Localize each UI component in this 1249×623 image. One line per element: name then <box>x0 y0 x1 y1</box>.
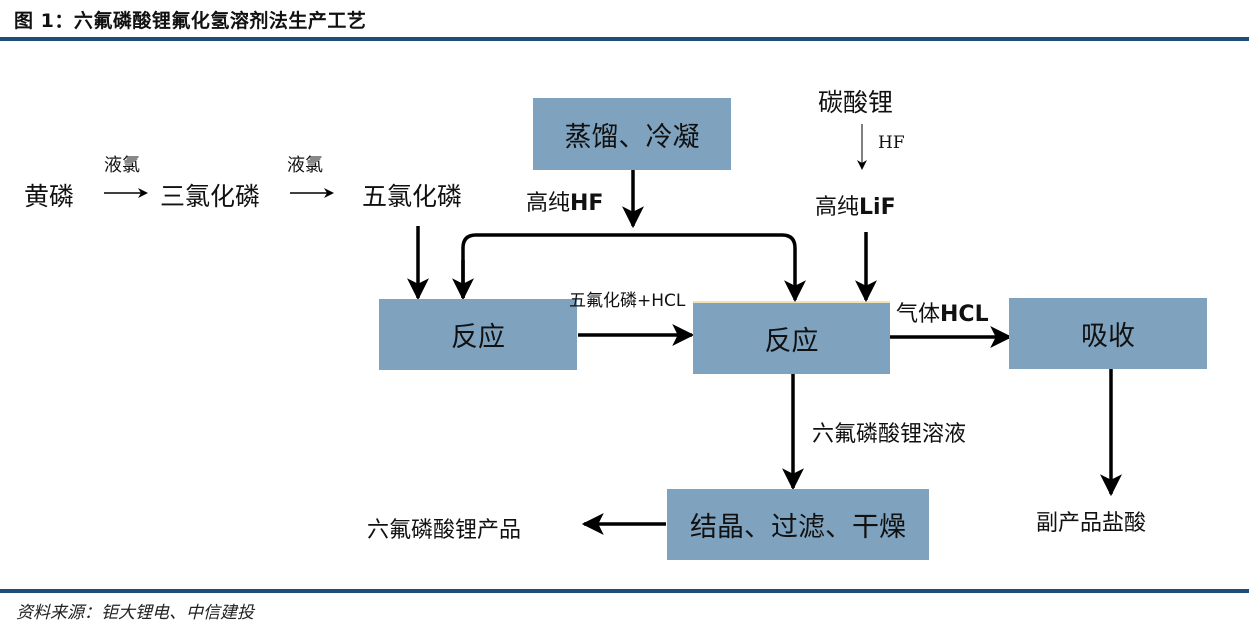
box-reaction-1: 反应 <box>379 299 577 370</box>
hf-split-bracket <box>461 233 806 303</box>
label-high-purity-lif-prefix: 高纯 <box>815 195 860 220</box>
box-reaction-1-label: 反应 <box>451 322 505 353</box>
label-gas-hcl-prefix: 气体 <box>896 302 941 327</box>
label-high-purity-lif-suffix: LiF <box>859 195 896 220</box>
box-absorption: 吸收 <box>1009 298 1207 369</box>
box-crystallize-filter-dry: 结晶、过滤、干燥 <box>667 489 929 560</box>
top-divider <box>0 37 1249 41</box>
box-distill-condense: 蒸馏、冷凝 <box>533 98 731 170</box>
label-high-purity-hf-prefix: 高纯 <box>526 191 571 216</box>
box-crystallize-filter-dry-label: 结晶、过滤、干燥 <box>690 512 906 543</box>
label-gas-hcl: 气体HCL <box>896 296 989 328</box>
label-high-purity-lif: 高纯LiF <box>815 189 896 221</box>
box-distill-condense-label: 蒸馏、冷凝 <box>564 121 700 153</box>
node-lithium-carbonate: 碳酸锂 <box>818 88 894 117</box>
node-yellow-phosphorus: 黄磷 <box>24 182 75 211</box>
figure-title: 图 1：六氟磷酸锂氟化氢溶剂法生产工艺 <box>14 10 367 32</box>
label-gas-hcl-suffix: HCL <box>940 302 989 327</box>
label-high-purity-hf: 高纯HF <box>526 185 603 217</box>
label-high-purity-hf-suffix: HF <box>570 191 604 216</box>
label-liquid-chlorine-2: 液氯 <box>287 155 323 176</box>
label-liquid-chlorine-1: 液氯 <box>104 155 140 176</box>
label-hf: HF <box>878 133 905 153</box>
box-absorption-label: 吸收 <box>1081 321 1135 352</box>
node-phosphorus-trichloride: 三氯化磷 <box>160 182 261 211</box>
label-pf5-hcl: 五氟化磷+HCL <box>569 291 686 311</box>
node-byproduct-hydrochloric-acid: 副产品盐酸 <box>1036 511 1147 536</box>
node-lipf6-product: 六氟磷酸锂产品 <box>367 518 522 543</box>
node-phosphorus-pentachloride: 五氯化磷 <box>362 182 463 211</box>
box-reaction-2-label: 反应 <box>764 326 819 357</box>
box-reaction-2: 反应 <box>693 303 890 374</box>
label-lipf6-solution: 六氟磷酸锂溶液 <box>812 422 967 447</box>
bottom-divider <box>0 589 1249 593</box>
source-note: 资料来源：钜大锂电、中信建投 <box>16 603 254 623</box>
